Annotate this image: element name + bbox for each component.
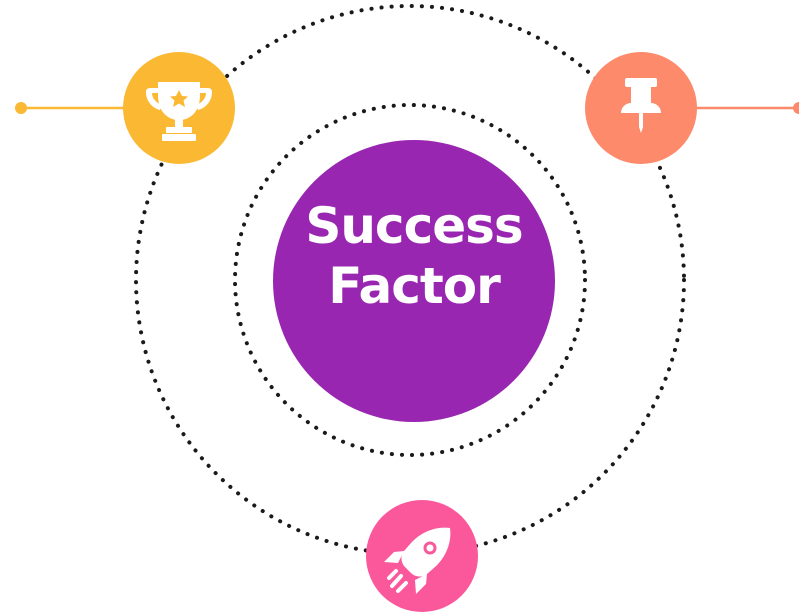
pushpin-icon bbox=[621, 78, 661, 133]
pushpin-connector bbox=[688, 102, 799, 114]
rocket-node bbox=[366, 500, 478, 612]
trophy-connector bbox=[15, 102, 135, 114]
trophy-icon bbox=[146, 82, 212, 141]
center-circle bbox=[273, 140, 555, 422]
pushpin-node bbox=[585, 52, 697, 164]
trophy-node bbox=[123, 52, 235, 164]
center-label-line-2: Factor bbox=[328, 257, 501, 315]
inner-dotted-orbit bbox=[233, 103, 587, 457]
outer-dotted-orbit bbox=[134, 4, 686, 556]
rocket-icon bbox=[384, 527, 451, 594]
center-label: Success Factor bbox=[274, 196, 554, 316]
center-label-line-1: Success bbox=[305, 197, 523, 255]
